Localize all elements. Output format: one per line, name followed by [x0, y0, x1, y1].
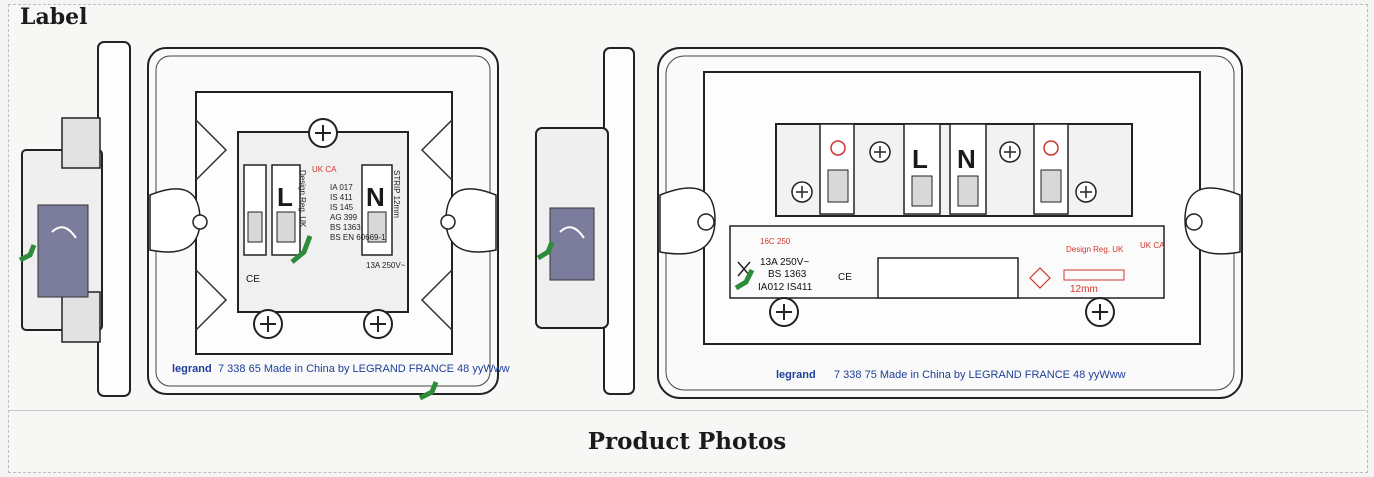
right-terminal-n: N [957, 144, 976, 174]
right-strip-length: 12mm [1070, 284, 1098, 295]
right-ce-mark: CE [838, 272, 852, 283]
right-rating: 13A 250V~ [760, 257, 809, 268]
left-rating: 13A 250V~ [366, 261, 406, 270]
right-brand: legrand [776, 369, 816, 381]
right-faceplate-text: 7 338 75 Made in China by LEGRAND FRANCE… [834, 369, 1126, 381]
left-spec-6: BS EN 60669-1 [330, 233, 386, 242]
right-ukca-mark: UK CA [1140, 241, 1165, 250]
left-design-reg: Design Reg. UK [298, 170, 307, 228]
left-strip-text: STRIP 12mm [392, 170, 401, 218]
left-spec-5: BS 1363 [330, 223, 361, 232]
section-title: Label [20, 4, 88, 30]
product-photos-title: Product Photos [587, 427, 787, 455]
right-design-reg: Design Reg. UK [1066, 245, 1124, 254]
left-brand: legrand [172, 363, 212, 375]
left-spec-3: IS 145 [330, 203, 354, 212]
footer-caption: Product Photos [8, 411, 1366, 471]
right-terminal-l: L [912, 144, 928, 174]
side-profile-left [18, 41, 131, 397]
left-faceplate-text: 7 338 65 Made in China by LEGRAND FRANCE… [218, 363, 510, 375]
left-terminal-n: N [366, 182, 385, 212]
section-divider [8, 410, 1366, 411]
left-ukca-mark: UK CA [312, 165, 337, 174]
right-standard: BS 1363 [768, 269, 807, 280]
left-terminal-l: L [277, 182, 293, 212]
left-spec-1: IA 017 [330, 183, 353, 192]
right-codes: IA012 IS411 [758, 282, 813, 293]
right-switch-front: L N 16C 250 13A 250V~ BS 1363 IA012 IS41… [657, 47, 1243, 399]
left-spec-4: AG 399 [330, 213, 358, 222]
svg-text:CE: CE [246, 274, 260, 285]
left-switch-front: L N UK CA IA 017 IS 411 IS 145 AG 399 BS… [147, 47, 510, 401]
svg-text:16C 250: 16C 250 [760, 237, 791, 246]
left-spec-2: IS 411 [330, 193, 353, 202]
side-profile-right [535, 47, 635, 395]
